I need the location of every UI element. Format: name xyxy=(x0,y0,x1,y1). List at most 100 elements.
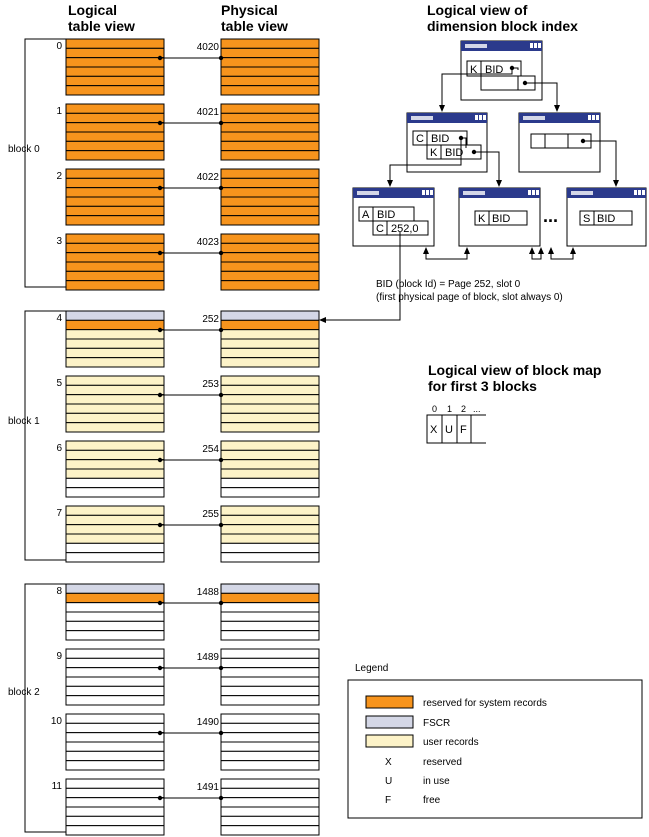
leaf1-bid1: BID xyxy=(377,209,395,221)
logical-page-1 xyxy=(65,103,165,161)
page-row xyxy=(220,477,320,489)
page-row xyxy=(65,648,165,659)
page-row xyxy=(220,449,320,461)
page-row xyxy=(220,177,320,189)
physical-page-253 xyxy=(220,375,320,433)
left-key1: C xyxy=(416,133,424,145)
physical-page-number-1488: 1488 xyxy=(197,587,220,598)
page-row xyxy=(220,412,320,424)
blockmap-cell-2: F xyxy=(460,424,467,436)
page-row xyxy=(220,75,320,87)
logical-page-number-8: 8 xyxy=(56,586,62,597)
index-header-line2: dimension block index xyxy=(427,18,578,34)
page-row xyxy=(220,815,320,827)
page-row xyxy=(220,280,320,291)
index-ellipsis: ... xyxy=(543,206,558,226)
page-row xyxy=(220,205,320,217)
page-row xyxy=(220,648,320,659)
page-row xyxy=(220,233,320,244)
page-link-dot-logical-2 xyxy=(157,185,163,191)
leaf3-bid: BID xyxy=(597,213,615,225)
left-key2: K xyxy=(430,147,438,159)
page-row xyxy=(65,797,165,808)
page-row xyxy=(220,329,320,340)
page-row xyxy=(65,657,165,669)
page-row xyxy=(65,732,165,743)
page-link-dot-physical-4021 xyxy=(218,120,224,126)
page-row xyxy=(220,611,320,622)
page-row xyxy=(65,806,165,817)
page-row xyxy=(65,131,165,142)
page-row xyxy=(220,487,320,498)
page-row xyxy=(220,722,320,734)
page-row xyxy=(220,310,320,321)
page-row xyxy=(220,375,320,386)
page-row xyxy=(220,514,320,526)
page-row xyxy=(220,394,320,405)
page-row xyxy=(65,422,165,433)
legend-label-fscr: FSCR xyxy=(423,718,450,729)
page-row xyxy=(65,477,165,489)
physical-header-line2: table view xyxy=(221,18,288,34)
page-row xyxy=(65,487,165,498)
physical-header-line1: Physical xyxy=(221,2,278,18)
page-row xyxy=(220,270,320,282)
blockmap: 0 1 2 ... X U F xyxy=(426,404,486,444)
page-row xyxy=(65,787,165,799)
physical-page-255 xyxy=(220,505,320,563)
page-row xyxy=(65,440,165,451)
page-row xyxy=(65,620,165,632)
page-link-dot-physical-1490 xyxy=(218,730,224,736)
page-link-dot-physical-255 xyxy=(218,522,224,528)
logical-page-number-5: 5 xyxy=(56,378,62,389)
page-link-dot-logical-7 xyxy=(157,522,163,528)
physical-page-1488 xyxy=(220,583,320,641)
blockmap-header-line2: for first 3 blocks xyxy=(428,378,537,394)
page-row xyxy=(65,394,165,405)
leaf1-bid2: 252,0 xyxy=(391,223,419,235)
page-row xyxy=(220,676,320,687)
physical-page-254 xyxy=(220,440,320,498)
legend-label-reserved: reserved for system records xyxy=(423,698,547,709)
page-row xyxy=(220,168,320,179)
physical-page-number-255: 255 xyxy=(202,509,219,520)
page-row xyxy=(220,667,320,678)
page-row xyxy=(65,667,165,678)
page-link-dot-logical-0 xyxy=(157,55,163,61)
page-row xyxy=(220,602,320,613)
block-2-label: block 2 xyxy=(8,687,40,698)
legend-code-u-label: in use xyxy=(423,776,450,787)
page-row xyxy=(65,459,165,470)
page-row xyxy=(220,797,320,808)
block-1-label: block 1 xyxy=(8,416,40,427)
page-row xyxy=(220,713,320,724)
page-row xyxy=(220,542,320,554)
physical-page-number-1490: 1490 xyxy=(197,717,220,728)
page-row xyxy=(65,57,165,68)
page-row xyxy=(65,140,165,152)
index-leaf1-window: A BID C 252,0 xyxy=(352,187,435,247)
page-row xyxy=(65,592,165,604)
page-row xyxy=(220,38,320,49)
page-row xyxy=(65,150,165,161)
page-row xyxy=(65,329,165,340)
logical-page-number-2: 2 xyxy=(56,171,62,182)
page-row xyxy=(65,242,165,254)
left-bid2: BID xyxy=(445,147,463,159)
physical-page-number-252: 252 xyxy=(202,314,219,325)
page-row xyxy=(220,57,320,68)
page-row xyxy=(220,338,320,349)
page-row xyxy=(65,38,165,49)
page-row xyxy=(220,741,320,752)
page-row xyxy=(220,103,320,114)
page-row xyxy=(65,319,165,331)
page-link-dot-physical-252 xyxy=(218,327,224,333)
page-row xyxy=(220,242,320,254)
logical-page-number-11: 11 xyxy=(52,781,63,792)
logical-page-0 xyxy=(65,38,165,96)
logical-page-number-0: 0 xyxy=(56,41,62,52)
page-row xyxy=(65,722,165,734)
logical-page-7 xyxy=(65,505,165,563)
leaf1-key1: A xyxy=(362,209,370,221)
page-row xyxy=(220,760,320,771)
